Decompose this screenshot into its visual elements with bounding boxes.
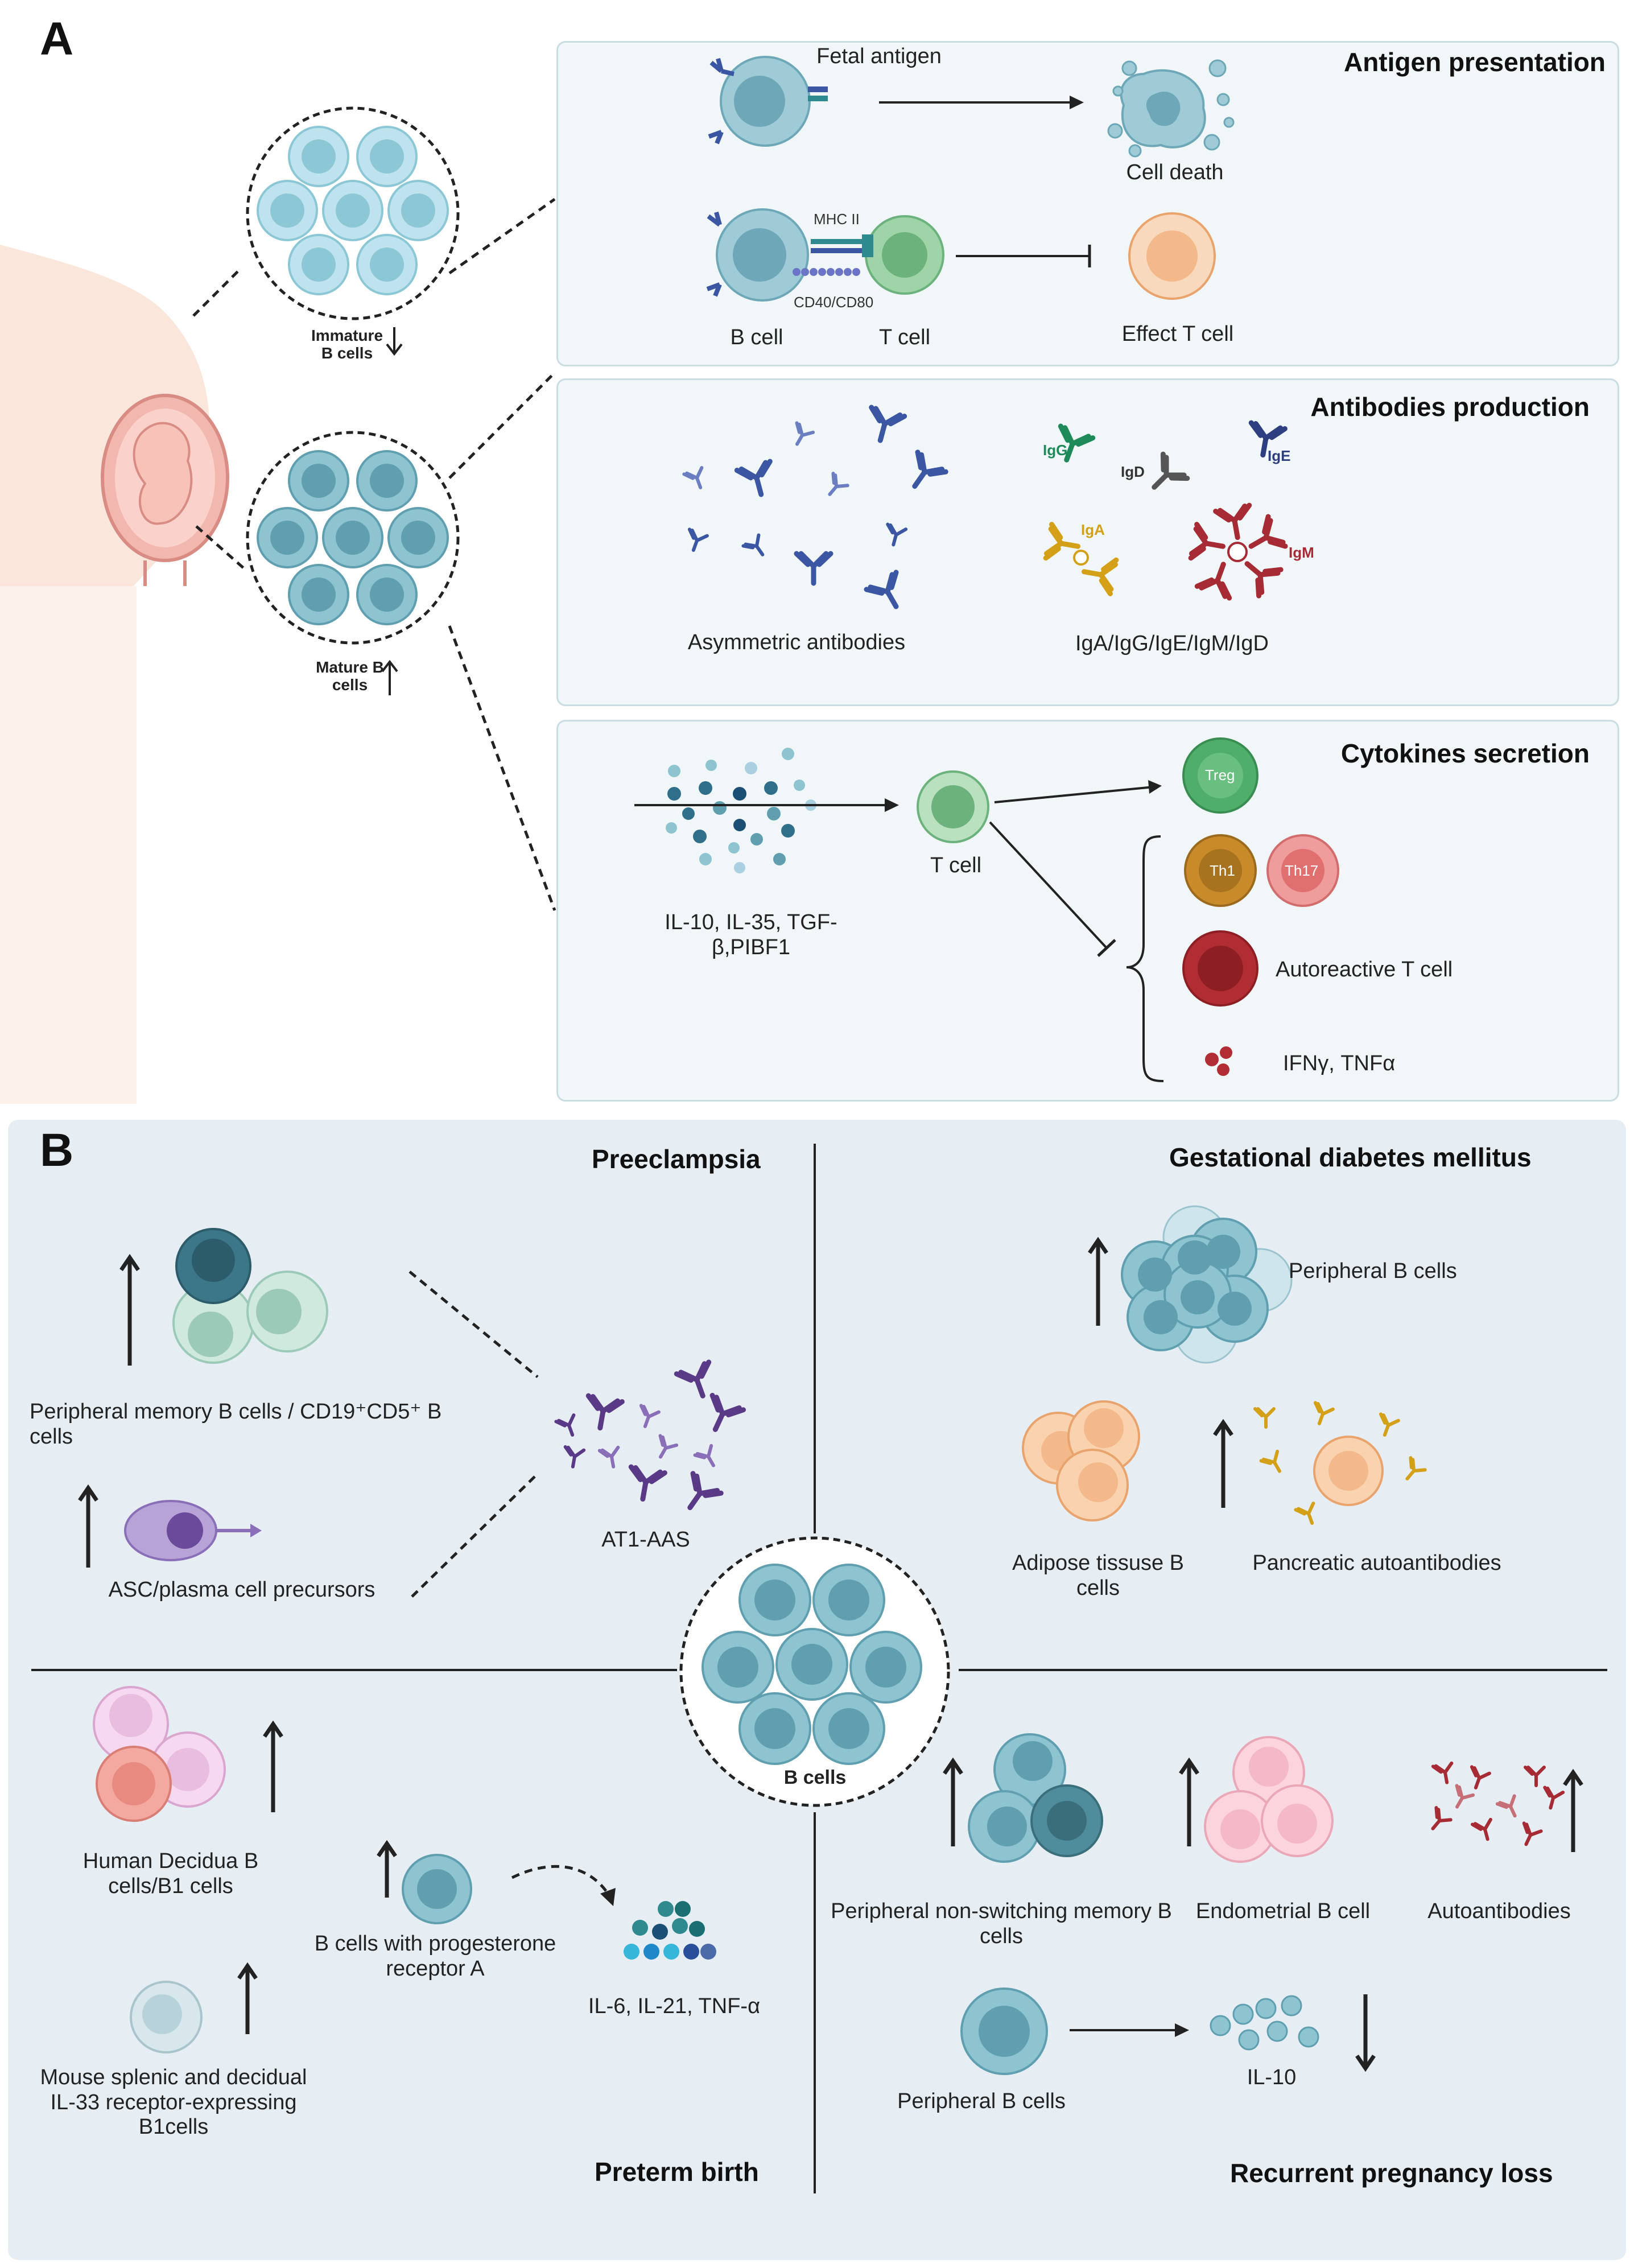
autoreactive-label: Autoreactive T cell — [1276, 958, 1453, 982]
mhc-label: MHC II — [814, 211, 860, 228]
pancreatic-autoantibodies-label: Pancreatic autoantibodies — [1252, 1551, 1501, 1575]
rpl-title: Recurrent pregnancy loss — [1230, 2158, 1553, 2188]
autoantibodies-label: Autoantibodies — [1427, 1899, 1571, 1923]
gdm-title: Gestational diabetes mellitus — [1169, 1143, 1532, 1172]
ifn-label: IFNγ, TNFα — [1283, 1051, 1396, 1075]
pancreatic-b-cell-icon — [1255, 1403, 1425, 1527]
treg-label: Treg — [1205, 766, 1235, 784]
svg-text:IgA: IgA — [1081, 521, 1105, 538]
rpl-peripheral-b-cells-label: Peripheral B cells — [897, 2089, 1066, 2113]
section-a-left-graphics — [0, 106, 556, 1104]
ifn-dots — [1205, 1046, 1232, 1076]
th1-label: Th1 — [1210, 862, 1235, 879]
isotypes-label: IgA/IgG/IgE/IgM/IgD — [1075, 632, 1269, 655]
antigen-presentation-graphics — [706, 56, 1235, 302]
preeclampsia-title: Preeclampsia — [592, 1144, 761, 1174]
cytokines-secretion-panel — [556, 720, 1619, 1102]
cytokines-label: IL-10, IL-35, TGF-β,PIBF1 — [665, 910, 837, 959]
svg-text:IgD: IgD — [1121, 463, 1145, 480]
endometrial-b-cell-label: Endometrial B cell — [1195, 1899, 1371, 1923]
non-switching-memory-label: Peripheral non-switching memory B cells — [831, 1899, 1172, 1948]
antibodies-production-title: Antibodies production — [1310, 392, 1590, 422]
non-switching-memory-b-cells-icon — [968, 1733, 1103, 1863]
antibodies-graphics: IgG IgD IgE IgA IgM — [0, 0, 1314, 706]
svg-text:IgG: IgG — [1043, 442, 1067, 459]
svg-text:IgM: IgM — [1289, 544, 1314, 561]
at1-aas-antibodies — [556, 1362, 743, 1518]
il10-dots — [1210, 1995, 1319, 2051]
adipose-b-cells-icon — [1022, 1400, 1140, 1521]
progesterone-b-cell-icon — [402, 1854, 472, 1924]
t-cell-label: T cell — [878, 325, 931, 349]
asymmetric-antibodies-label: Asymmetric antibodies — [687, 630, 906, 654]
th17-label: Th17 — [1285, 862, 1319, 879]
rpl-autoantibodies — [1425, 1763, 1563, 1848]
adipose-b-cells-label: Adipose tissuse B cells — [1012, 1551, 1185, 1600]
section-b-letter: B — [40, 1124, 74, 1176]
preterm-cytokines-label: IL-6, IL-21, TNF-α — [588, 1994, 761, 2018]
cytokines-secretion-title: Cytokines secretion — [1340, 739, 1590, 768]
antigen-presentation-title: Antigen presentation — [1343, 47, 1606, 77]
section-a-letter: A — [40, 13, 74, 65]
svg-text:IgE: IgE — [1268, 447, 1290, 464]
fetal-antigen-label: Fetal antigen — [816, 44, 942, 68]
decidua-b-cells-icon — [93, 1686, 226, 1822]
igm-pentamer — [1191, 505, 1285, 598]
preterm-cytokine-dots — [624, 1901, 716, 1960]
brace — [1126, 835, 1164, 1082]
progesterone-b-cells-label: B cells with progesterone receptor A — [314, 1932, 556, 1981]
endometrial-b-cells-icon — [1204, 1736, 1334, 1863]
mature-b-cells-label: Mature B cells — [316, 658, 384, 694]
cd40-label: CD40/CD80 — [794, 294, 874, 311]
asc-label: ASC/plasma cell precursors — [108, 1578, 376, 1602]
cytokine-dots — [666, 748, 816, 873]
decidua-b-cells-label: Human Decidua B cells/B1 cells — [82, 1849, 259, 1898]
plasma-cell-icon — [124, 1500, 262, 1561]
b-cell-label: B cell — [730, 325, 783, 349]
memory-b-cells-label: Peripheral memory B cells / CD19⁺CD5⁺ B … — [30, 1400, 442, 1449]
rpl-peripheral-b-cell-icon — [960, 1987, 1048, 2075]
fetus-icon — [133, 422, 193, 525]
antibodies-production-panel — [556, 378, 1619, 706]
mouse-b1-cell-icon — [130, 1981, 203, 2053]
cytokines-graphics — [634, 737, 1339, 1082]
immature-b-cells-label: Immature B cells — [311, 327, 383, 362]
gdm-peripheral-b-cells-label: Peripheral B cells — [1289, 1259, 1457, 1283]
cytokines-t-cell-label: T cell — [930, 853, 982, 877]
preterm-title: Preterm birth — [595, 2157, 759, 2187]
gdm-peripheral-b-cells-icon — [1121, 1205, 1293, 1364]
mouse-b1-cells-label: Mouse splenic and decidual IL-33 recepto… — [40, 2065, 307, 2139]
cell-death-label: Cell death — [1126, 160, 1224, 184]
iga-dimer — [1046, 525, 1116, 594]
center-b-cells-label: B cells — [783, 1767, 847, 1788]
il10-label: IL-10 — [1247, 2065, 1297, 2089]
memory-b-cells-icon — [172, 1228, 328, 1364]
immature-cells — [257, 126, 449, 295]
effect-t-cell-label: Effect T cell — [1121, 322, 1234, 346]
at1-aas-label: AT1-AAS — [601, 1528, 690, 1552]
